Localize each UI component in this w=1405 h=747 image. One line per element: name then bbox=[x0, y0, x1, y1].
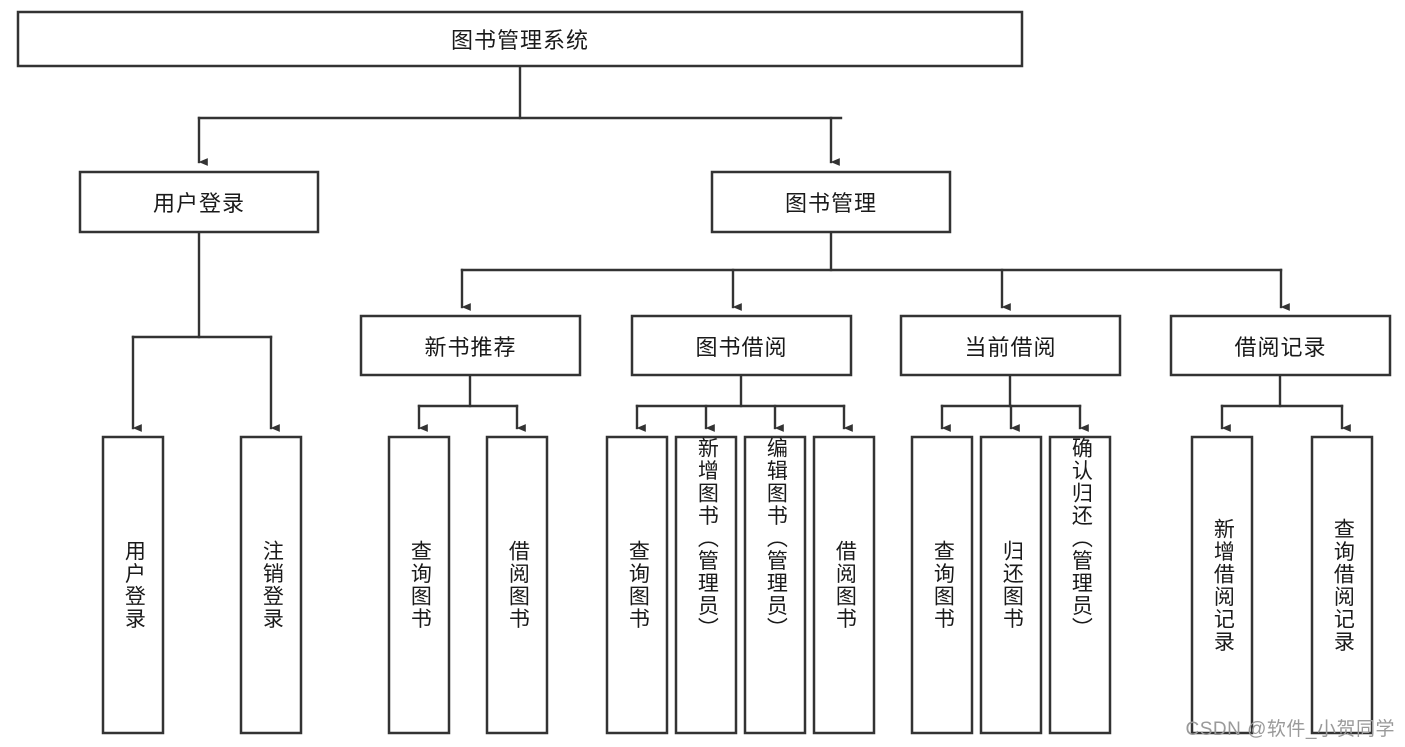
connector-group bbox=[131, 64, 1351, 432]
leaf-box-8[interactable] bbox=[910, 435, 974, 735]
node-box-book-manage[interactable] bbox=[710, 170, 952, 234]
leaf-box-5[interactable] bbox=[674, 435, 738, 735]
leaf-box-1[interactable] bbox=[239, 435, 303, 735]
leaf-box-11[interactable] bbox=[1190, 435, 1254, 735]
node-box-book-borrow[interactable] bbox=[630, 314, 853, 377]
node-box-root[interactable] bbox=[16, 10, 1024, 68]
node-box-borrow-records[interactable] bbox=[1169, 314, 1392, 377]
csdn-watermark: CSDN @软件_小贺同学 bbox=[1185, 719, 1395, 740]
node-box-current-borrow[interactable] bbox=[899, 314, 1122, 377]
leaf-box-9[interactable] bbox=[979, 435, 1043, 735]
node-box-group bbox=[16, 10, 1392, 735]
leaf-box-2[interactable] bbox=[387, 435, 451, 735]
leaf-box-4[interactable] bbox=[605, 435, 669, 735]
node-box-new-book-recommend[interactable] bbox=[359, 314, 582, 377]
leaf-box-0[interactable] bbox=[101, 435, 165, 735]
node-box-user-login[interactable] bbox=[78, 170, 320, 234]
leaf-box-12[interactable] bbox=[1310, 435, 1374, 735]
leaf-box-7[interactable] bbox=[812, 435, 876, 735]
leaf-box-10[interactable] bbox=[1048, 435, 1112, 735]
leaf-box-3[interactable] bbox=[485, 435, 549, 735]
leaf-box-6[interactable] bbox=[743, 435, 807, 735]
